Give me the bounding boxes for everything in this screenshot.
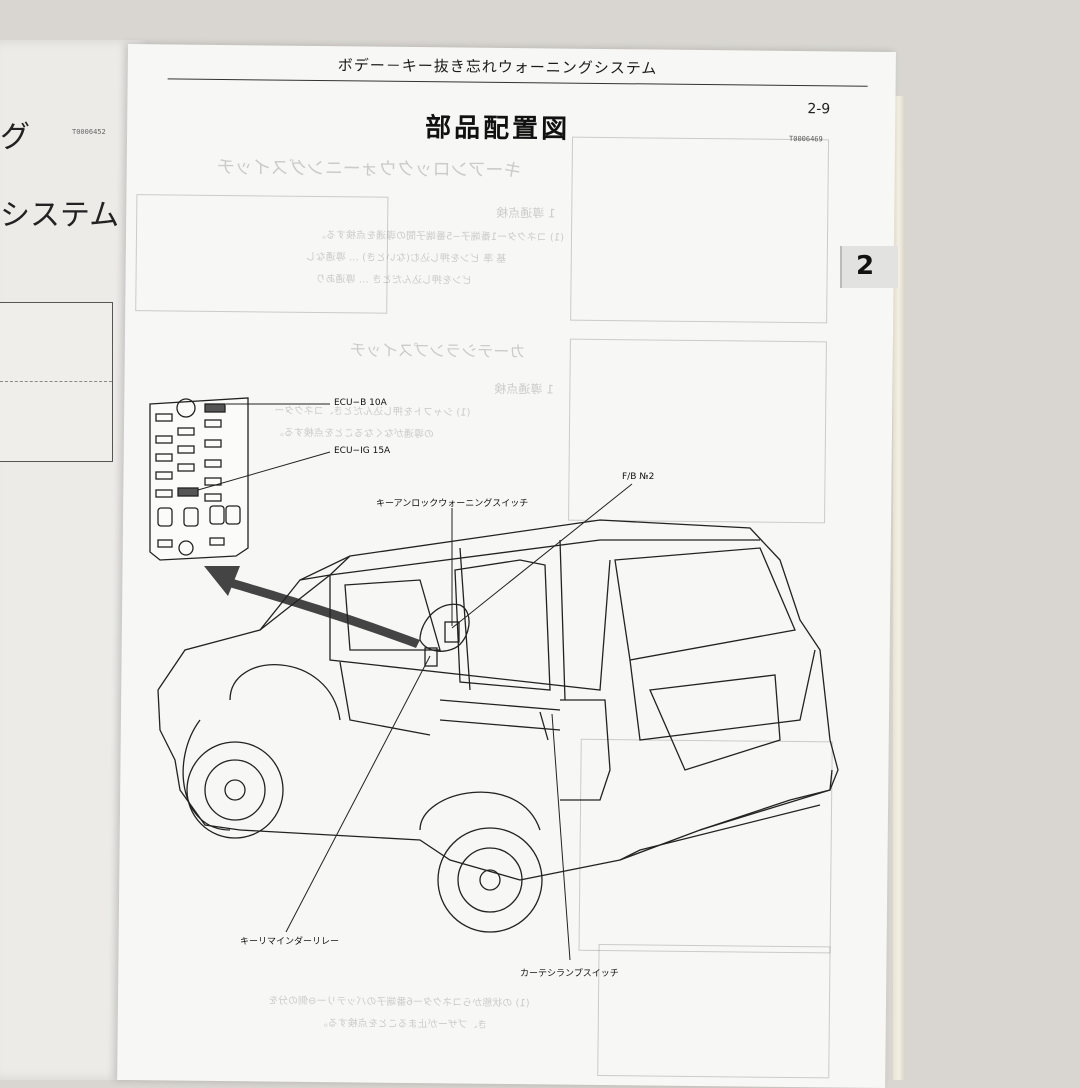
left-page-table-divider — [0, 381, 112, 382]
label-courtesy-lamp-switch: カーテシランプスイッチ — [520, 969, 619, 979]
left-page-table — [0, 302, 113, 462]
vehicle-illustration — [157, 519, 839, 933]
label-key-reminder-relay: キーリマインダーリレー — [240, 937, 340, 947]
left-page-heading-fragment: グ — [0, 120, 30, 155]
fuse-leader-lines — [197, 403, 331, 491]
label-ecu-b-fuse: ECU−B 10A — [334, 398, 387, 408]
label-fb-no2: F/B №2 — [622, 472, 655, 482]
junction-block-illustration — [149, 397, 249, 561]
location-arrow — [204, 566, 420, 648]
chapter-number: 2 — [856, 251, 875, 281]
label-ecu-ig-fuse: ECU−IG 15A — [334, 446, 391, 456]
label-key-unlock-warning-switch: キーアンロックウォーニングスイッチ — [376, 499, 529, 509]
chapter-tab: 2 — [840, 246, 898, 288]
component-leader-lines — [285, 483, 633, 961]
left-page-figure-code: T0006452 — [72, 128, 106, 136]
page-stack-edge — [893, 96, 905, 1080]
left-page-heading-fragment-2: システム — [0, 198, 120, 233]
